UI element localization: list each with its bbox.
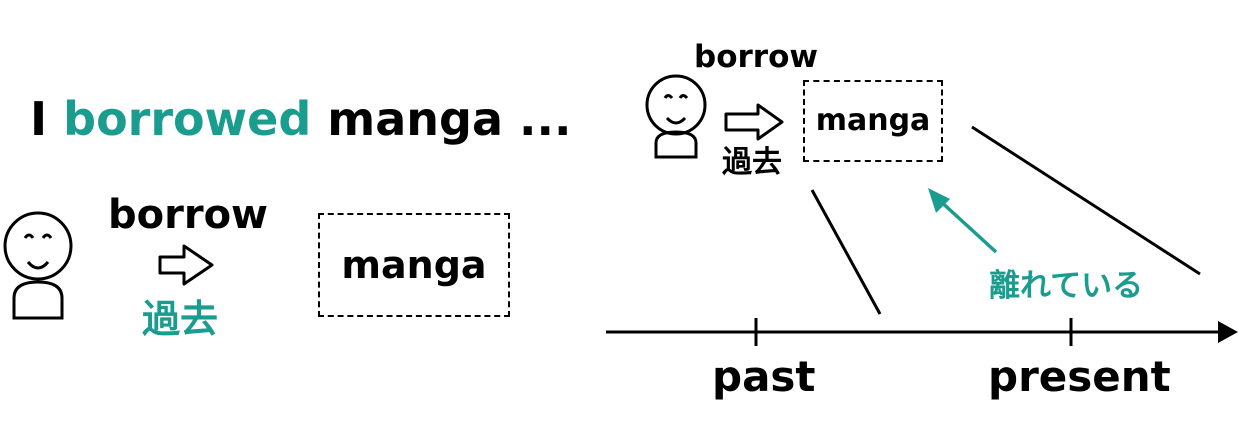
right-tense-label: 過去	[722, 145, 782, 180]
sentence-ellipsis: ...	[519, 92, 572, 146]
sentence-object: manga	[327, 92, 503, 146]
distance-arrow-icon	[928, 188, 998, 254]
right-object-label: manga	[815, 103, 931, 138]
right-action-label: borrow	[694, 39, 818, 75]
right-object-box: manga	[803, 80, 943, 162]
left-object-label: manga	[341, 243, 487, 287]
left-action-label: borrow	[108, 192, 268, 238]
left-tense-label: 過去	[142, 297, 219, 341]
left-person-icon	[3, 211, 73, 320]
timeline-axis	[606, 318, 1238, 346]
timeline-present-label: present	[988, 352, 1171, 401]
past-projection-line	[810, 189, 882, 315]
right-arrow-icon	[724, 103, 784, 141]
left-arrow-icon	[158, 244, 214, 286]
sentence-subject: I	[30, 92, 48, 146]
right-person-icon	[645, 74, 707, 159]
timeline-past-label: past	[712, 352, 816, 401]
left-object-box: manga	[318, 213, 510, 317]
example-sentence: I borrowed manga ...	[30, 96, 571, 142]
sentence-verb: borrowed	[63, 92, 312, 146]
present-projection-line	[971, 125, 1201, 276]
distance-label: 離れている	[989, 268, 1144, 304]
